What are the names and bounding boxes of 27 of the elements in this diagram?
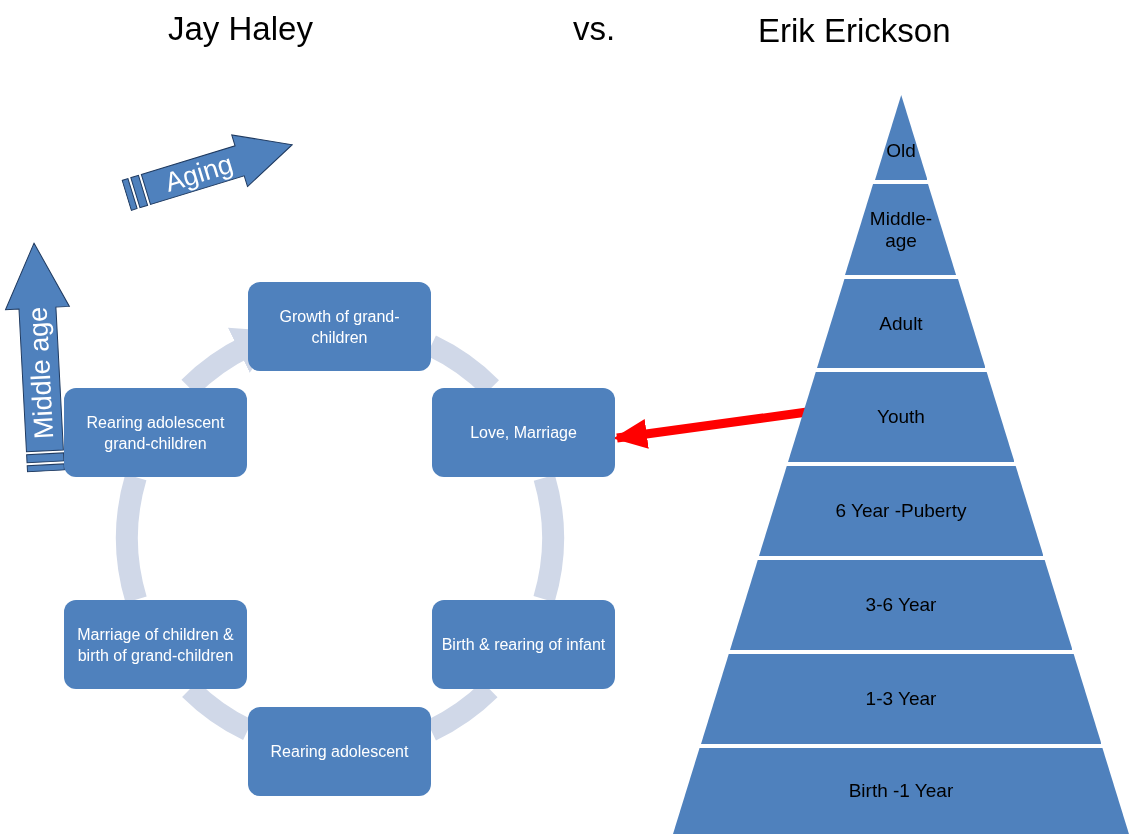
node-text: Rearing adolescent [270,742,409,762]
node-text: Adult [879,312,923,335]
node-text: Birth -1 Year [848,780,954,802]
process-box [64,388,247,477]
cycle-arc [533,475,564,602]
heading: Erik Erickson [758,11,951,51]
node-text: Birth & rearing of infant [441,635,606,655]
node-text: Middle age [23,306,58,440]
node-text: 6 Year -Puberty [835,500,967,522]
process-box [64,600,247,689]
node-text: Marriage of children & birth of grand-children [76,624,235,666]
node-text: 1-3 Year [865,688,937,710]
cycle-arc [116,474,147,603]
node-text: 3-6 Year [865,594,937,616]
node-text: Growth of grand-children [278,306,401,348]
process-box [248,282,431,371]
process-box [432,388,615,477]
node-text: Aging [161,150,236,197]
node-text: Old [886,140,916,162]
node-text: Love, Marriage [470,423,577,443]
heading: vs. [573,9,616,49]
process-box [248,707,431,796]
heading: Jay Haley [168,9,313,49]
node-text: Youth [877,406,925,428]
node-text: Middle-age [868,207,934,252]
node-text: Rearing adolescent grand-children [85,412,226,454]
process-box [432,600,615,689]
